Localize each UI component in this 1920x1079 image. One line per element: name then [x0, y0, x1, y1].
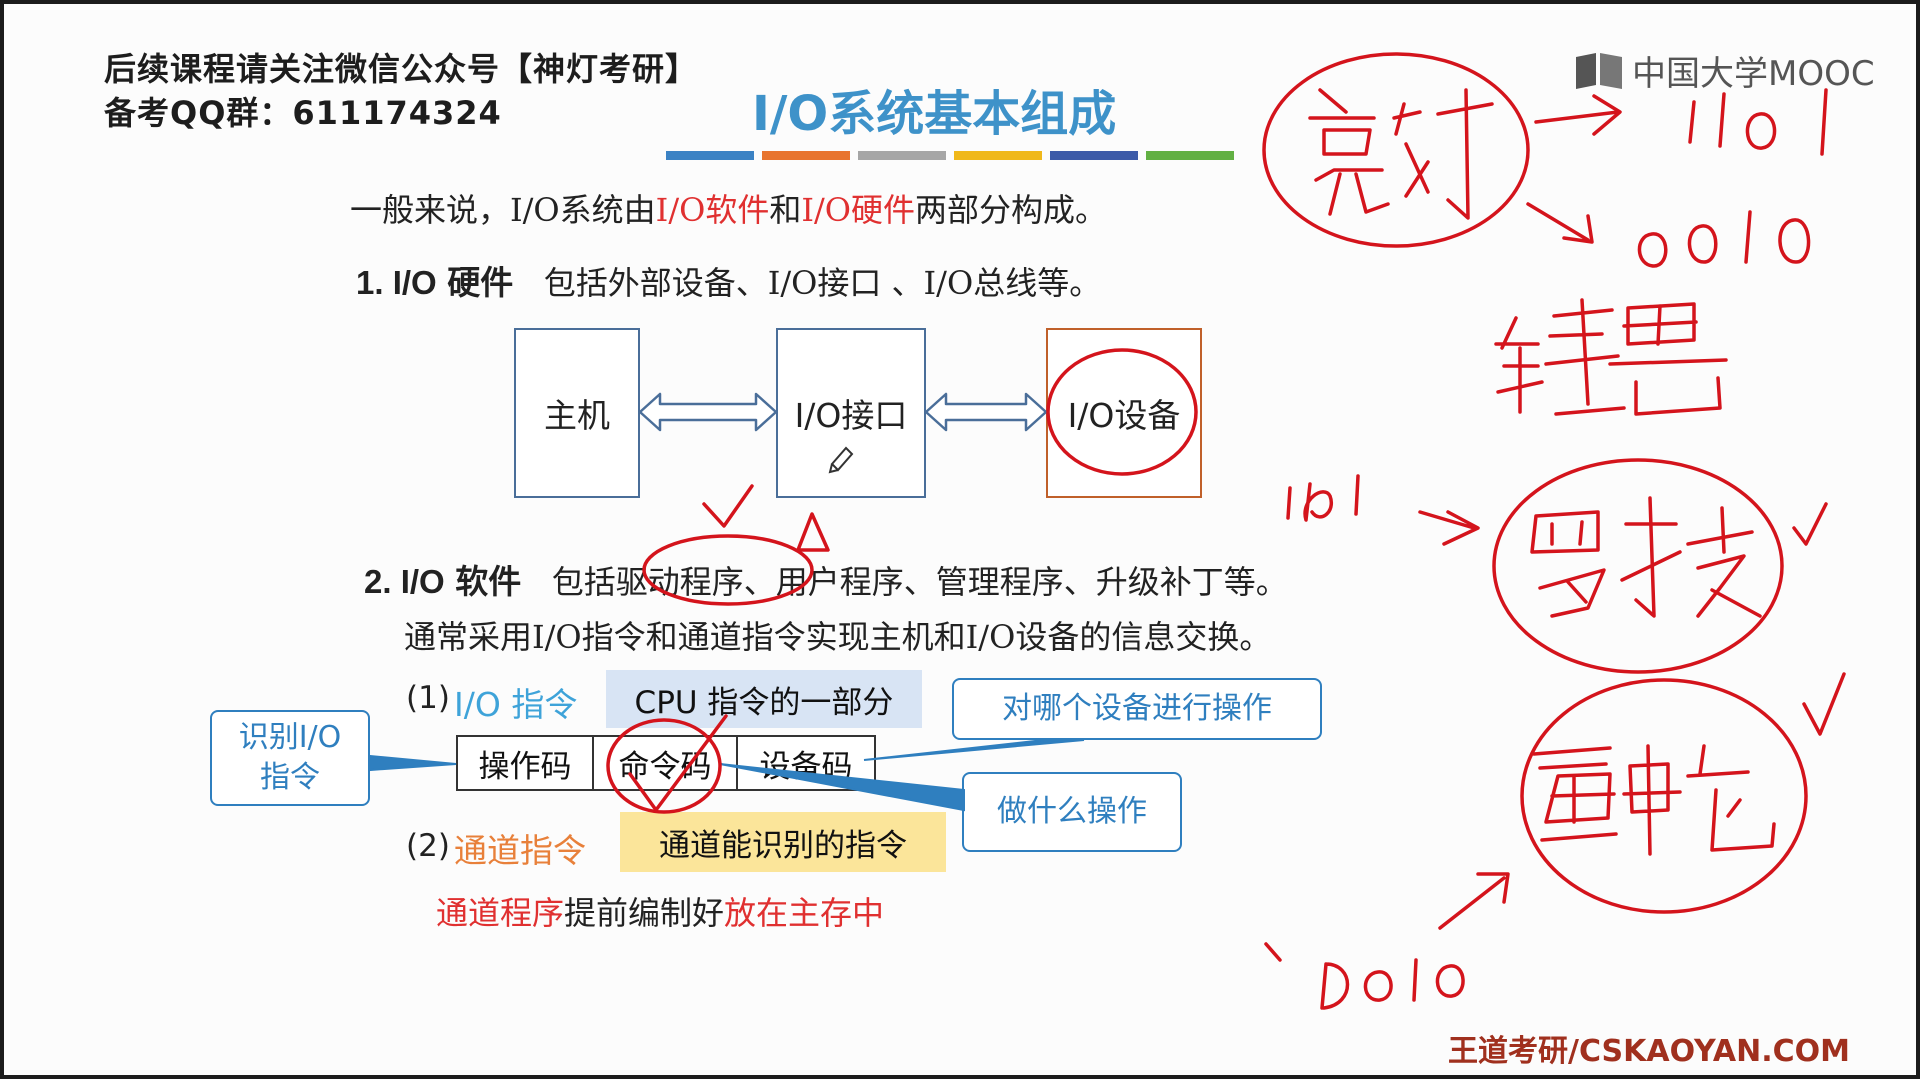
- moto-glyph-1: [1530, 510, 1606, 618]
- channel-program-line: 通道程序提前编制好放在主存中: [436, 888, 884, 934]
- interface-device-arrow: [924, 392, 1048, 432]
- io-instr-note: CPU 指令的一部分: [606, 670, 922, 728]
- light-glyph-2: [1392, 88, 1494, 220]
- annotation-tick: [1264, 942, 1282, 962]
- slide-canvas: 后续课程请关注微信公众号【神灯考研】 备考QQ群：611174324 中国大学M…: [4, 4, 1916, 1075]
- channel-instr-num: (2): [406, 828, 450, 864]
- io-instr-label: I/O 指令: [454, 685, 578, 724]
- notice-qq-group: 备考QQ群：611174324: [104, 94, 502, 132]
- channel-instr-label: 通道指令: [454, 831, 586, 870]
- annotation-arrow-3: [1418, 510, 1480, 546]
- hardware-heading-word: 硬件: [447, 264, 514, 301]
- pointer-device: [863, 739, 1085, 761]
- footer-watermark: 王道考研/CSKAOYAN.COM: [1448, 1034, 1850, 1069]
- annotation-triangle: [796, 512, 830, 552]
- slide-title: I/O系统基本组成: [752, 86, 1117, 142]
- channel-program-a: 通道程序: [436, 894, 565, 932]
- callout-which-device: 对哪个设备进行操作: [952, 678, 1322, 740]
- diagram-arrows: [638, 392, 1048, 474]
- hardware-desc: 包括外部设备、I/O接口 、I/O总线等。: [543, 264, 1102, 302]
- hardware-heading: 1. I/O: [356, 264, 437, 301]
- intro-text-2: 和: [769, 191, 802, 229]
- software-heading-line: 2. I/O 软件 包括驱动程序、用户程序、管理程序、升级补丁等。: [364, 555, 1288, 603]
- diagram-host-label: 主机: [544, 396, 610, 435]
- annotation-arrow-1: [1534, 94, 1622, 136]
- callout-what-operation: 做什么操作: [962, 772, 1182, 852]
- io-instr-num: (1): [406, 680, 450, 716]
- light-glyph-1: [1308, 88, 1390, 216]
- diagram-device-label: I/O设备: [1067, 396, 1181, 435]
- annotation-check-1: [702, 484, 754, 528]
- channel-program-c: 放在主存中: [724, 894, 885, 932]
- intro-text-3: 两部分构成。: [915, 191, 1108, 229]
- diagram-host-box: 主机: [514, 328, 640, 498]
- software-desc-b: 通常采用I/O指令和通道指令实现主机和I/O设备的信息交换。: [404, 618, 1272, 656]
- handwritten-annotations: [606, 52, 1846, 1010]
- pointer-identify: [369, 754, 457, 772]
- software-heading: 2. I/O: [364, 563, 445, 600]
- annotation-check-buzzer: [1802, 672, 1846, 736]
- buzzer-glyph-1: [1532, 746, 1618, 842]
- notice-wechat: 后续课程请关注微信公众号【神灯考研】: [104, 50, 699, 88]
- hardware-heading-line: 1. I/O 硬件 包括外部设备、I/O接口 、I/O总线等。: [356, 256, 1101, 304]
- buzzer-glyph-2: [1622, 744, 1776, 856]
- intro-hardware: I/O硬件: [801, 191, 916, 229]
- callout-pointers: [369, 739, 1085, 812]
- intro-software: I/O软件: [655, 191, 770, 229]
- title-bar-segment: [954, 151, 1042, 160]
- callout-identify-io: 识别I/O 指令: [210, 710, 370, 806]
- digits-0010-bottom: [1320, 958, 1465, 1010]
- digits-1101-mid: [1286, 474, 1360, 522]
- mooc-logo-text: 中国大学MOOC: [1632, 54, 1875, 94]
- diagram-interface-box: I/O接口: [776, 328, 926, 498]
- mooc-logo: 中国大学MOOC: [1572, 46, 1875, 95]
- software-heading-word: 软件: [455, 563, 522, 600]
- intro-line: 一般来说，I/O系统由I/O软件和I/O硬件两部分构成。: [350, 185, 1107, 231]
- title-bar-segment: [1050, 151, 1138, 160]
- annotation-arrow-2: [1526, 202, 1594, 244]
- annotation-circle-light: [1262, 52, 1530, 248]
- annotation-check-moto: [1792, 502, 1828, 546]
- field-opcode: 操作码: [456, 735, 594, 791]
- title-bar-segment: [666, 151, 754, 160]
- moto-glyph-2: [1620, 496, 1762, 618]
- host-interface-arrow: [638, 392, 778, 432]
- annotation-circle-moto: [1492, 458, 1784, 674]
- channel-program-b: 提前编制好: [564, 894, 725, 932]
- mooc-book-icon: [1576, 52, 1622, 89]
- intro-text-1: 一般来说，I/O系统由: [350, 191, 656, 229]
- keyboard-glyph-2: [1608, 302, 1728, 416]
- title-bar-segment: [1146, 151, 1234, 160]
- digits-1101-top: [1688, 88, 1828, 156]
- channel-instr-note: 通道能识别的指令: [620, 812, 946, 872]
- annotation-arrow-4: [1438, 872, 1510, 930]
- digits-0010-top: [1637, 210, 1811, 268]
- annotation-circle-buzzer: [1520, 678, 1808, 914]
- title-bar-segment: [762, 151, 850, 160]
- title-bar-segment: [858, 151, 946, 160]
- diagram-device-box: I/O设备: [1046, 328, 1202, 498]
- field-command-code: 命令码: [592, 735, 738, 791]
- diagram-interface-label: I/O接口: [794, 396, 908, 435]
- software-desc-a: 包括驱动程序、用户程序、管理程序、升级补丁等。: [551, 563, 1288, 601]
- keyboard-glyph-1: [1494, 298, 1626, 416]
- field-device-code: 设备码: [736, 735, 876, 791]
